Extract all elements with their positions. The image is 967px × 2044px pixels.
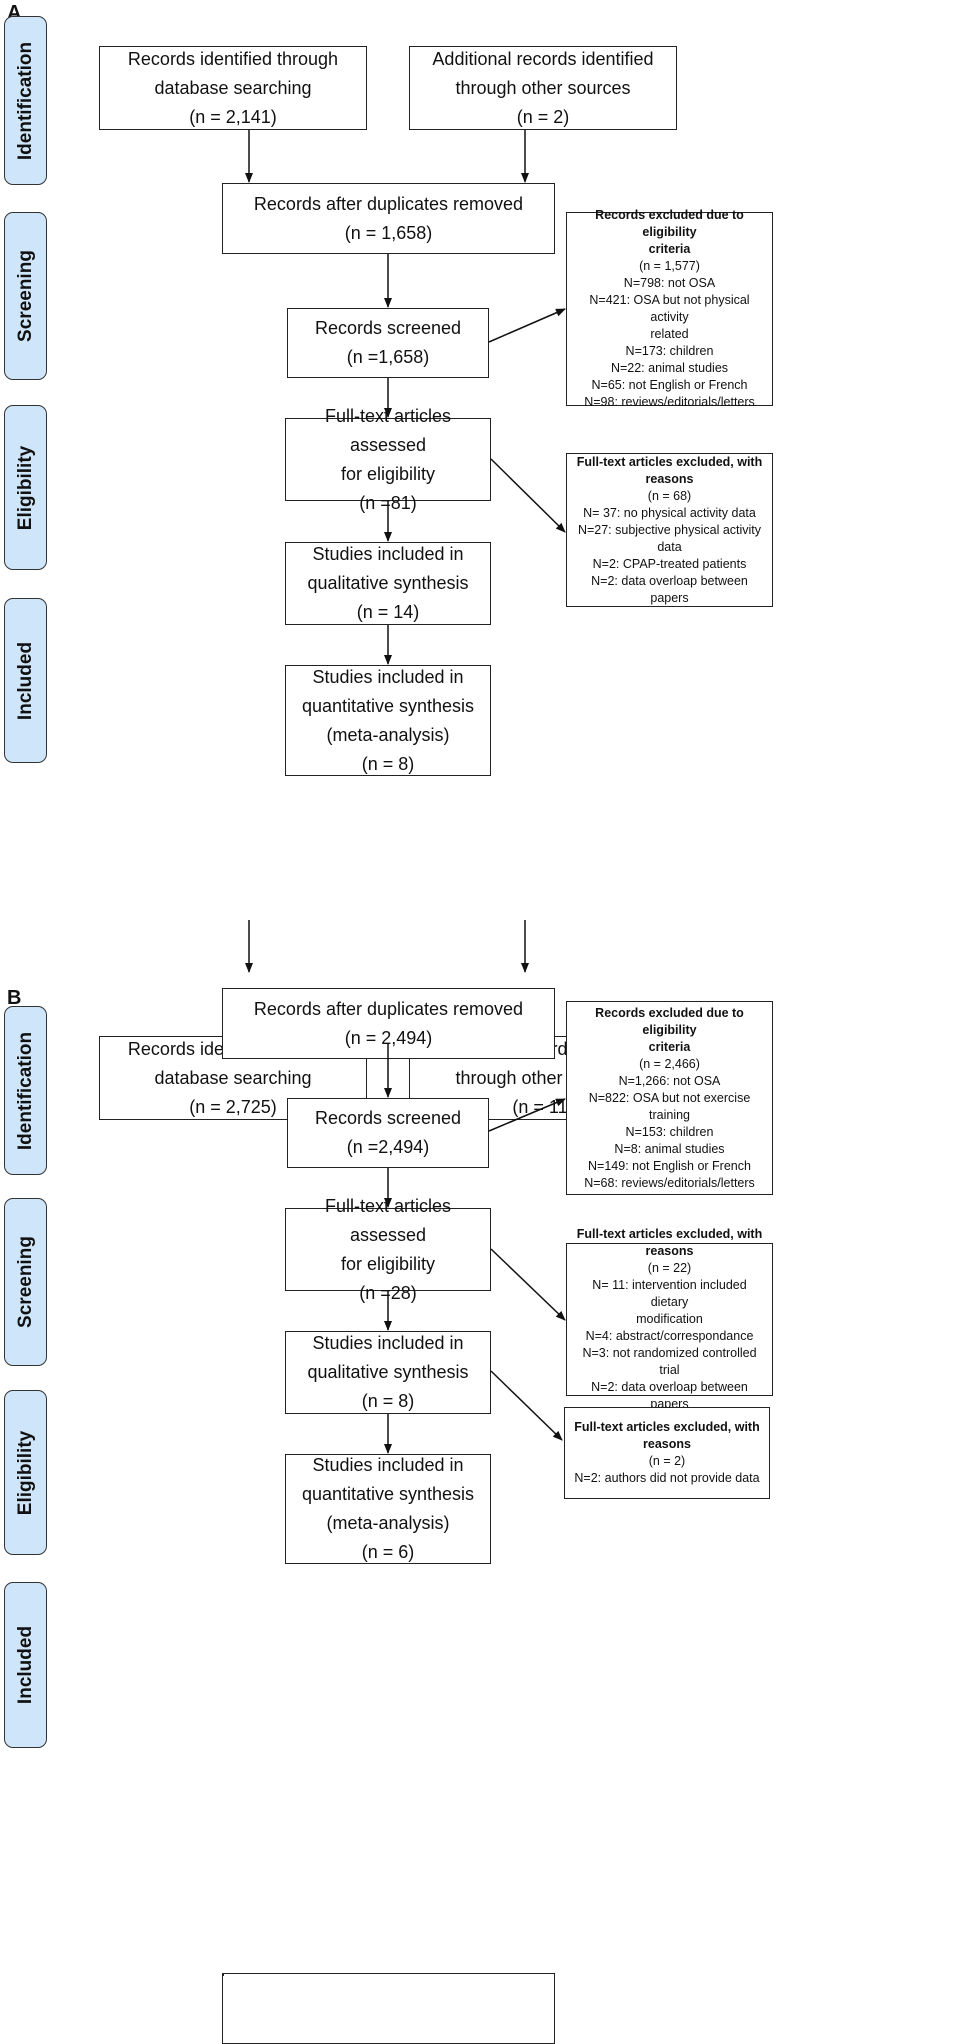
duplicates-removed-box: Records after duplicates removed(n = 1,6…: [222, 183, 555, 254]
panel-a: A Identification Screening Eligibility I…: [0, 0, 967, 985]
records-screened-box: Records screened(n =2,494): [287, 1098, 489, 1168]
stage-screening: Screening: [4, 1198, 47, 1366]
stage-identification: Identification: [4, 1006, 47, 1175]
panel-b-flow-arrows: [245, 920, 566, 1454]
panel-label: B: [7, 987, 22, 1009]
stage-included: Included: [4, 1582, 47, 1748]
stage-included: Included: [4, 598, 47, 763]
duplicates-removed-box: Records after duplicates removed(n = 2,4…: [222, 988, 555, 1059]
records-screened-box: Records screened(n =1,658): [287, 308, 489, 378]
stage-screening: Screening: [4, 212, 47, 380]
arrow-fulltext-to-excluded: [490, 458, 566, 533]
stage-identification: Identification: [4, 16, 47, 185]
arrow-fulltext-to-excluded: [490, 1248, 566, 1321]
flow-arrows: [245, 130, 566, 665]
arrow-qual-to-excluded: [490, 1370, 563, 1441]
duplicates-removed-box: [222, 1973, 555, 2044]
panel-b-content: Records after duplicates removed(n = 2,4…: [0, 985, 967, 1956]
arrow-screened-to-excluded: [488, 1098, 566, 1132]
stage-eligibility: Eligibility: [4, 405, 47, 570]
arrow-screened-to-excluded: [488, 308, 566, 343]
stage-eligibility: Eligibility: [4, 1390, 47, 1555]
spacer2: [222, 1974, 224, 1976]
